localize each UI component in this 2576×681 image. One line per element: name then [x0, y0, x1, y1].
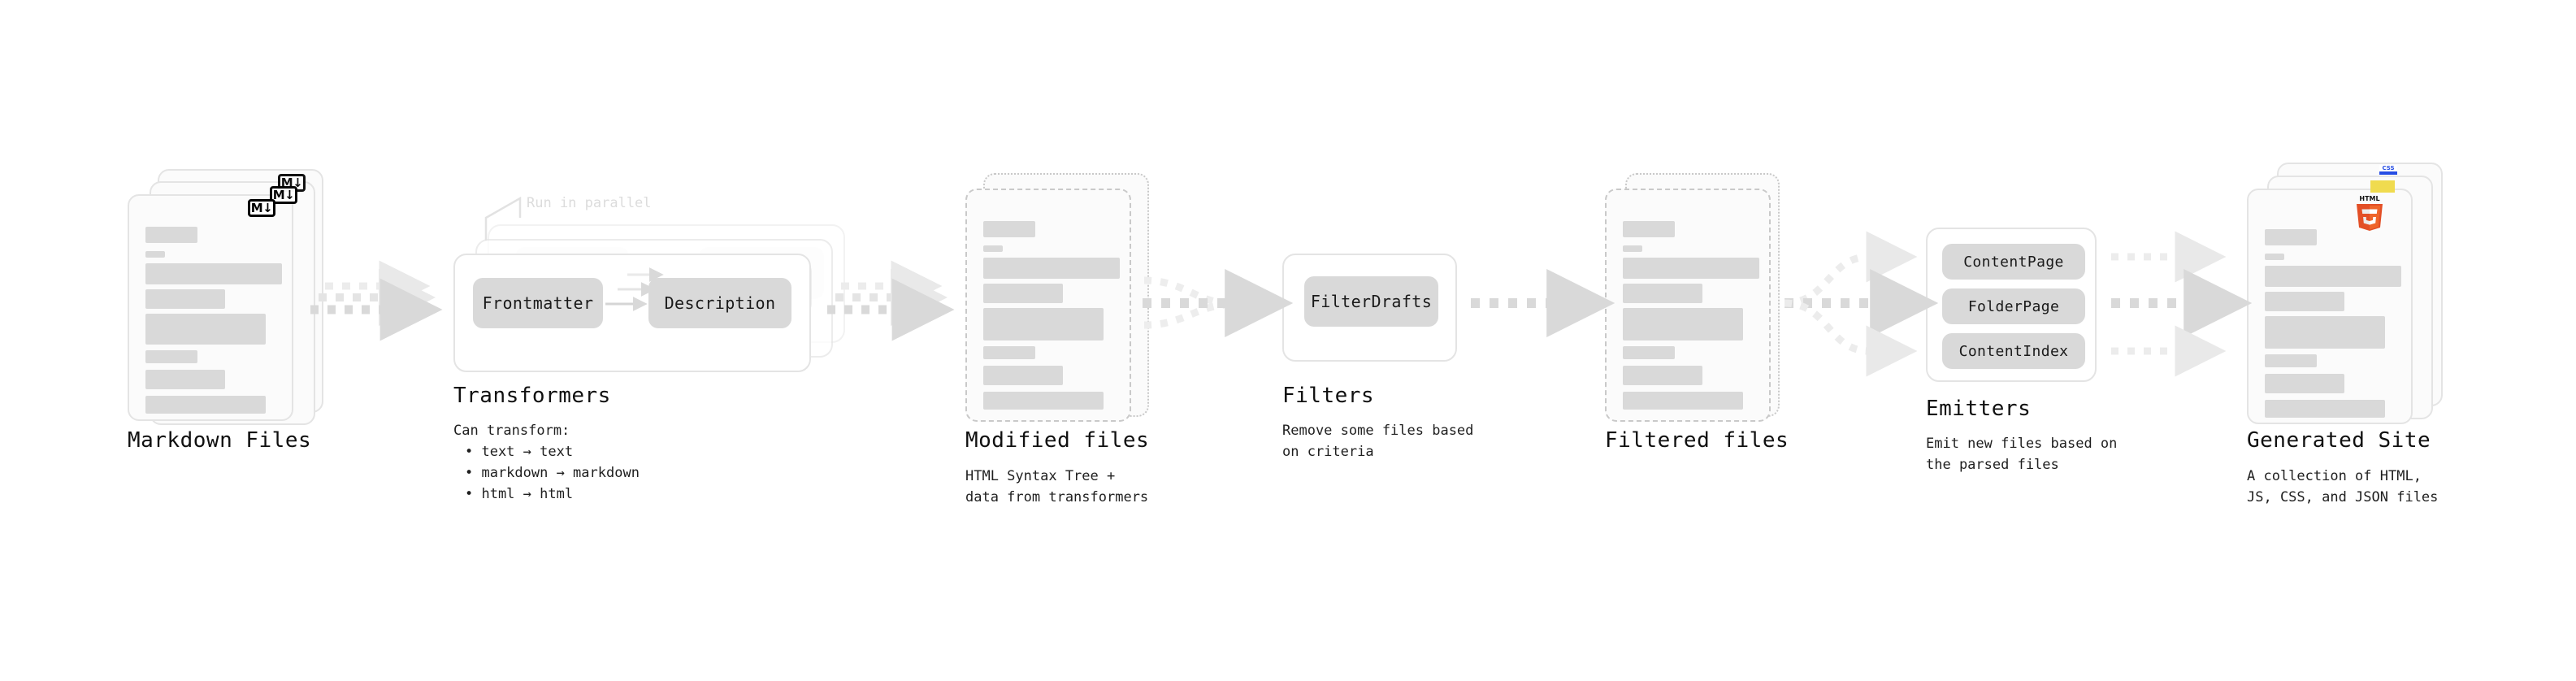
doc-bar [145, 289, 225, 309]
doc-bar [983, 366, 1063, 385]
doc-bar [2265, 229, 2317, 245]
transformers-bullet-2: • html → html [465, 486, 574, 502]
doc-bar [2265, 354, 2317, 367]
doc-bar [983, 392, 1104, 410]
doc-bar [145, 227, 197, 243]
doc-bar [2265, 254, 2284, 260]
page-title-modified-files: Modified files [965, 428, 1150, 453]
transformers-subtitle: Can transform: [453, 423, 570, 439]
filters-subtitle: Remove some files based on criteria [1282, 423, 1474, 461]
page-title-markdown-files: Markdown Files [128, 428, 312, 453]
emitters-panel: ContentPage FolderPage ContentIndex [1926, 228, 2097, 382]
doc-bar [983, 308, 1104, 340]
doc-bar [1623, 284, 1702, 303]
doc-bar [145, 350, 197, 363]
transformers-bullet-1: • markdown → markdown [465, 465, 640, 481]
doc-bar [983, 245, 1003, 252]
page-title-filtered-files: Filtered files [1605, 428, 1789, 453]
emitter-chip-contentpage[interactable]: ContentPage [1942, 244, 2085, 280]
doc-bar [983, 258, 1120, 279]
doc-bar [983, 284, 1063, 303]
html5-icon: HTML [2353, 193, 2383, 231]
arrow-emitters-to-site [2111, 231, 2253, 377]
markdown-icon: M↓ [248, 199, 275, 217]
page-title-filters: Filters [1282, 384, 1375, 408]
doc-bar [2265, 316, 2385, 349]
filters-panel: FilterDrafts [1282, 254, 1457, 362]
filtered-card-front [1605, 189, 1771, 422]
doc-bar [1623, 258, 1759, 279]
doc-bar [2265, 374, 2344, 393]
doc-bar [983, 346, 1035, 359]
doc-bar [2265, 400, 2385, 418]
generated-site-subtitle: A collection of HTML, JS, CSS, and JSON … [2247, 468, 2439, 506]
emitter-chip-contentindex[interactable]: ContentIndex [1942, 333, 2085, 369]
javascript-icon [2370, 180, 2395, 193]
doc-bar [2265, 292, 2344, 311]
emitter-chip-folderpage[interactable]: FolderPage [1942, 288, 2085, 324]
page-title-transformers: Transformers [453, 384, 611, 408]
transformer-chip-description[interactable]: Description [648, 278, 791, 328]
arrow-modified-to-filters [1143, 269, 1294, 337]
doc-bar [145, 263, 282, 284]
transformers-panel: Frontmatter Description [453, 254, 811, 372]
doc-bar [983, 221, 1035, 237]
doc-bar [2265, 266, 2401, 287]
doc-bar [145, 370, 225, 389]
doc-bar [1623, 366, 1702, 385]
transformers-bullet-0: • text → text [465, 444, 574, 460]
doc-bar [1623, 346, 1675, 359]
generated-card-front [2247, 189, 2413, 424]
page-title-emitters: Emitters [1926, 397, 2032, 421]
css-icon: CSS [2379, 165, 2397, 175]
emitters-subtitle: Emit new files based on the parsed files [1926, 436, 2118, 474]
page-title-generated-site: Generated Site [2247, 428, 2431, 453]
doc-bar [145, 251, 165, 258]
doc-bar [1623, 245, 1642, 252]
doc-bar [145, 396, 266, 414]
modified-files-subtitle: HTML Syntax Tree + data from transformer… [965, 468, 1149, 506]
svg-text:HTML: HTML [2359, 195, 2379, 202]
run-in-parallel-label: Run in parallel [527, 195, 652, 211]
doc-bar [1623, 308, 1743, 340]
transformer-chip-frontmatter[interactable]: Frontmatter [473, 278, 603, 328]
doc-bar [1623, 392, 1743, 410]
doc-bar [145, 314, 266, 345]
markdown-icon: M↓ [270, 186, 297, 204]
doc-bar [1623, 221, 1675, 237]
markdown-card-front [128, 194, 293, 421]
arrow-filtered-to-emitters [1784, 231, 1939, 377]
filter-chip-filterdrafts[interactable]: FilterDrafts [1304, 276, 1438, 327]
modified-card-front [965, 189, 1131, 422]
